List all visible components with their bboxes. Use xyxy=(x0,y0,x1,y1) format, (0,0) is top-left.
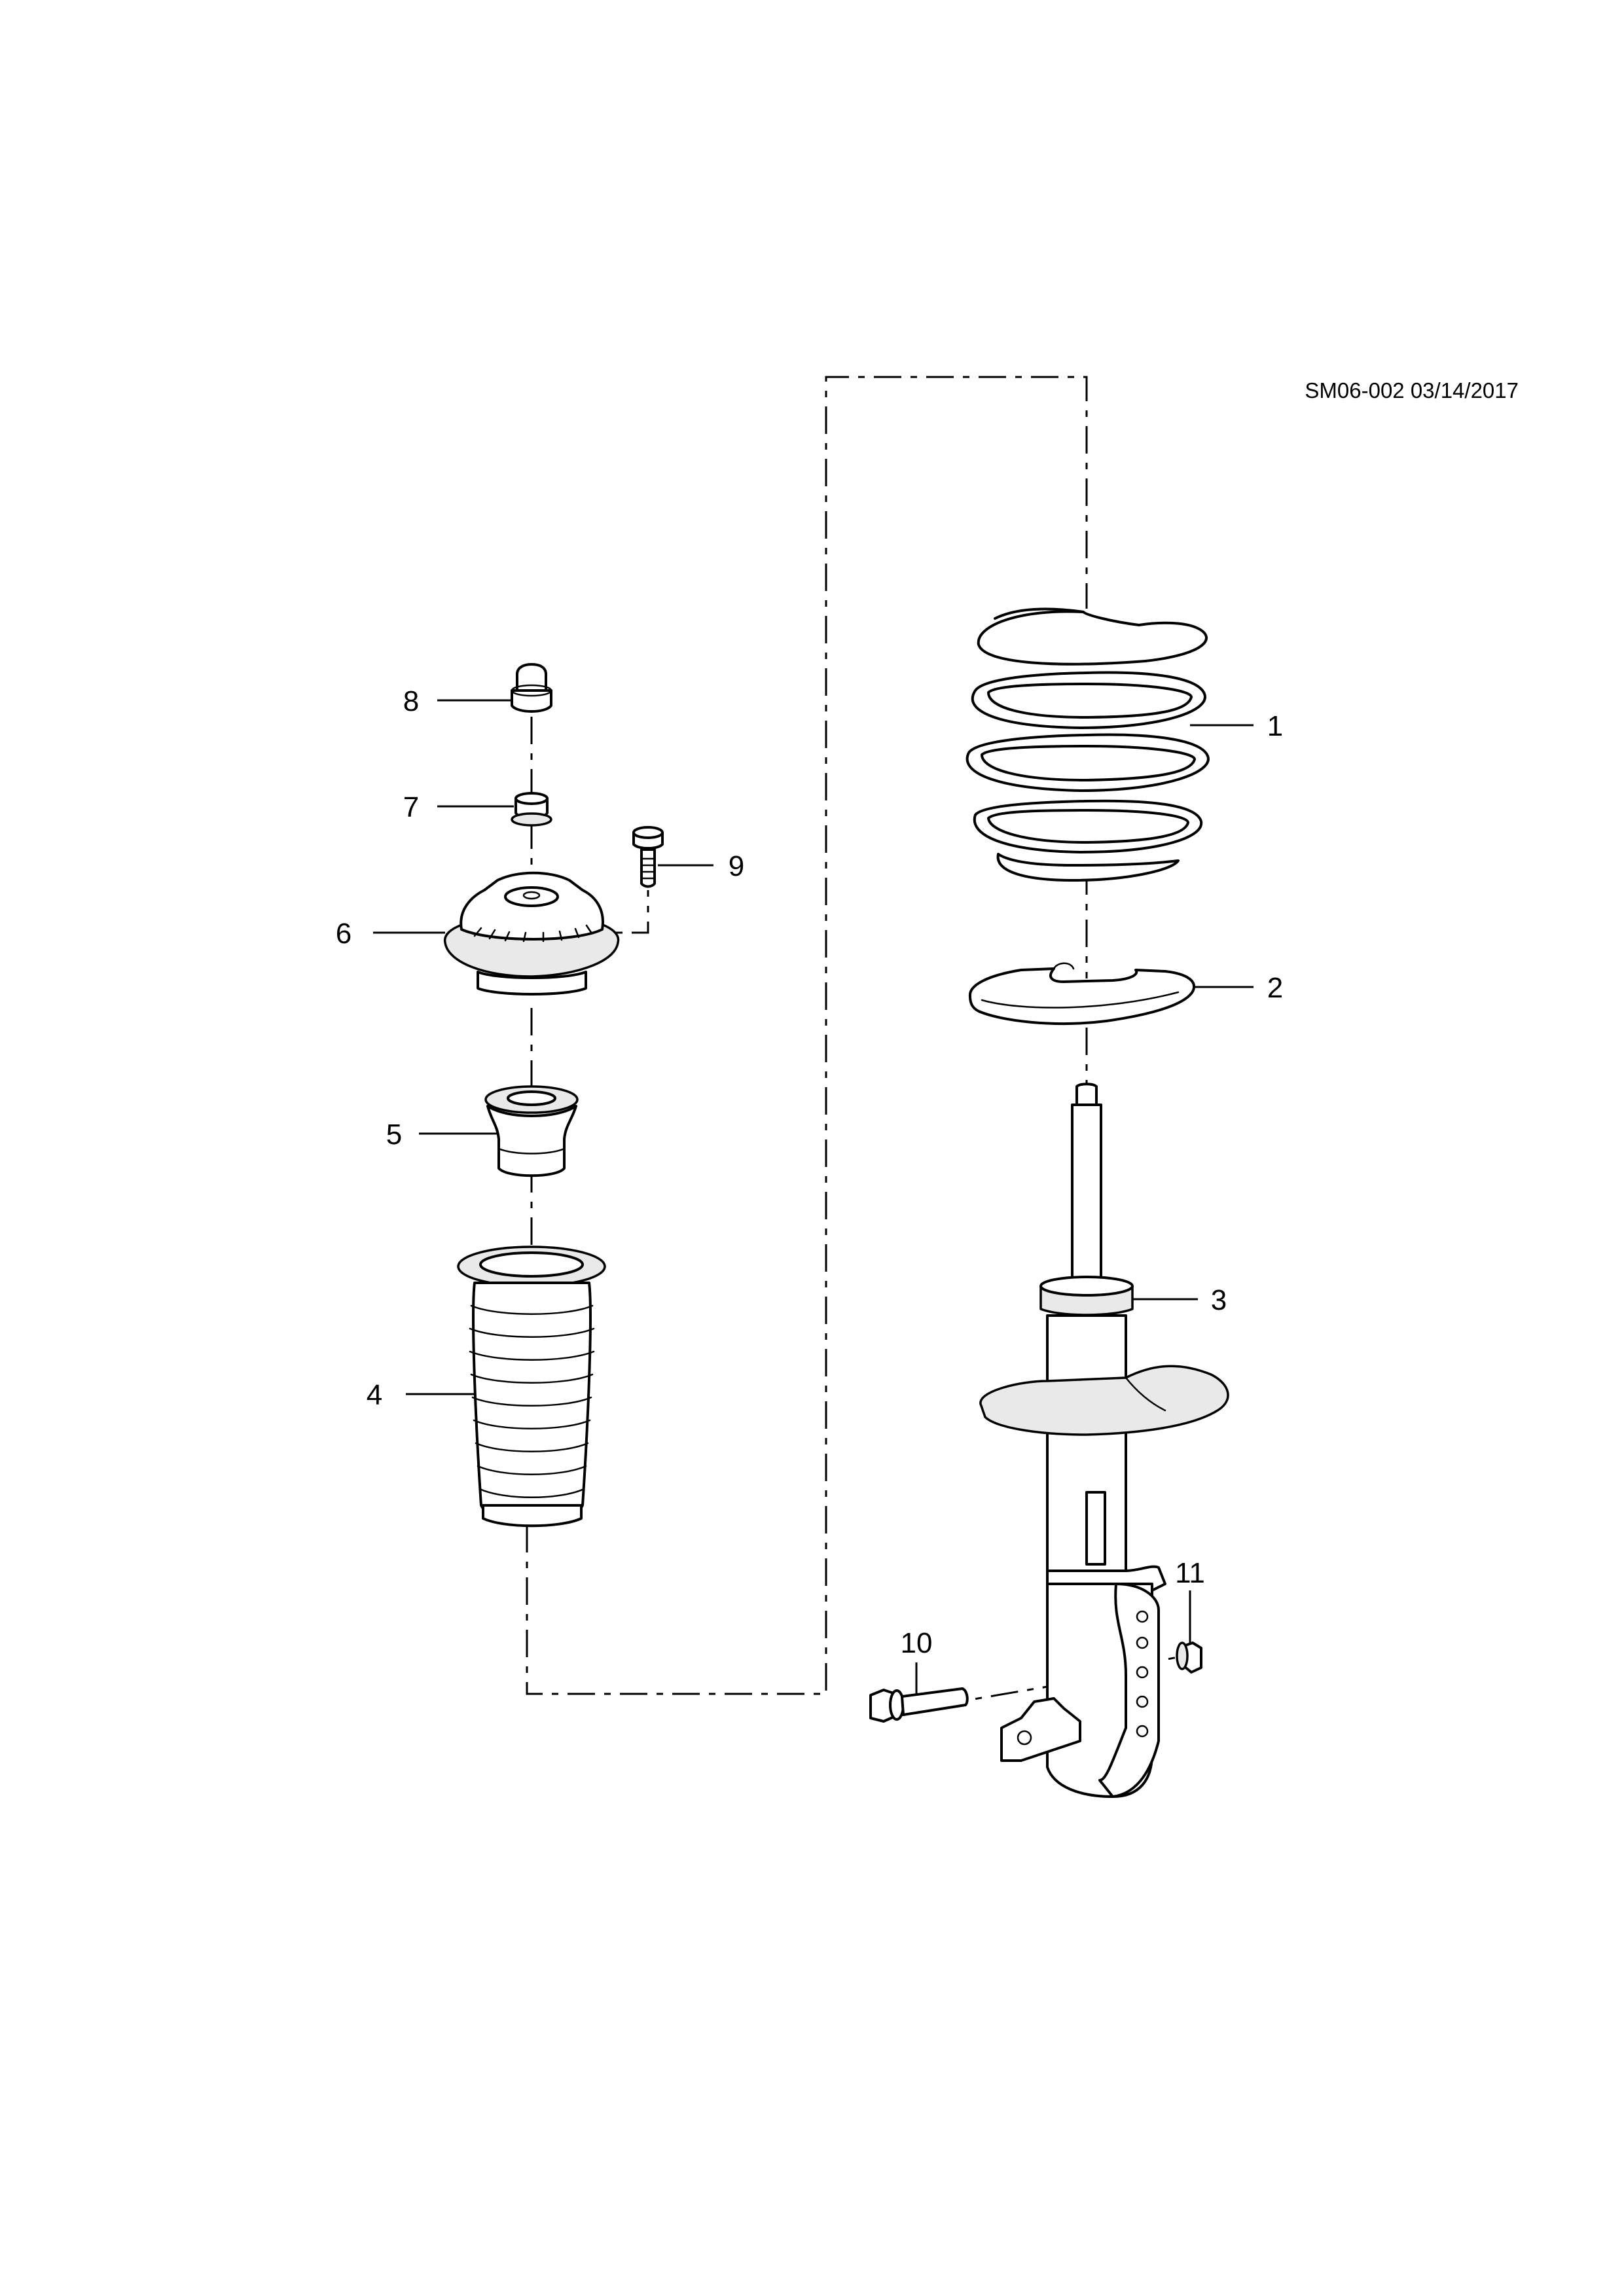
callout-9: 9 xyxy=(729,850,744,882)
strut-bolt-icon xyxy=(869,1687,969,1723)
callout-11: 11 xyxy=(1175,1557,1205,1589)
callout-7: 7 xyxy=(403,791,419,823)
coil-spring-icon xyxy=(965,607,1210,882)
callout-1: 1 xyxy=(1267,710,1283,742)
callout-10: 10 xyxy=(901,1627,933,1659)
callout-3: 3 xyxy=(1211,1284,1227,1316)
callout-8: 8 xyxy=(403,685,419,717)
callout-4: 4 xyxy=(367,1379,382,1411)
callout-6: 6 xyxy=(336,918,352,950)
dust-boot-icon xyxy=(457,1246,606,1528)
strut-assembly-icon xyxy=(979,1083,1229,1798)
bump-stop-icon xyxy=(484,1085,579,1177)
callout-2: 2 xyxy=(1267,972,1283,1004)
strut-nut-icon xyxy=(511,792,552,827)
mount-bolt-icon xyxy=(632,826,664,888)
callout-5: 5 xyxy=(386,1119,402,1151)
spring-seat-icon xyxy=(968,962,1195,1026)
strut-nut-small-icon xyxy=(1176,1641,1202,1674)
dust-cap-icon xyxy=(511,663,552,713)
strut-mount-icon xyxy=(443,871,620,996)
drawing-reference: SM06-002 03/14/2017 xyxy=(1305,378,1519,403)
